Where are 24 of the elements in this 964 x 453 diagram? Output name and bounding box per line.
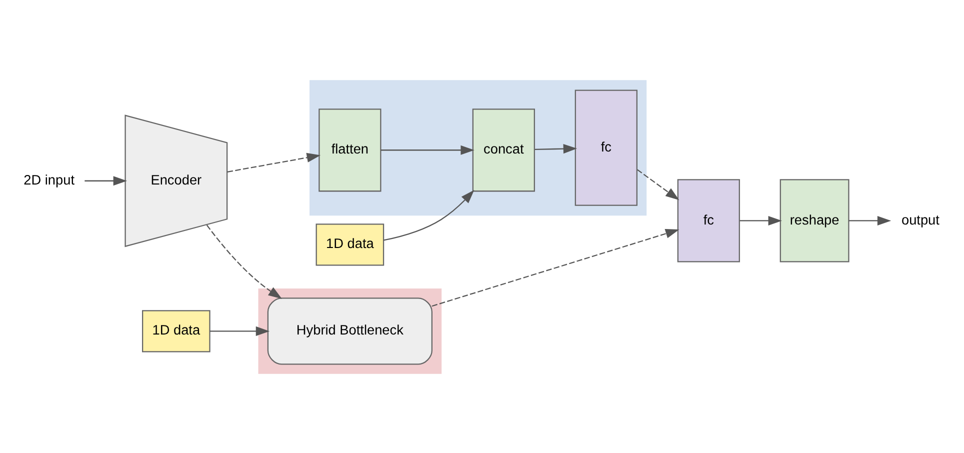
node-box: fc [676,178,740,262]
node-box: Hybrid Bottleneck [266,297,432,364]
arrow [84,176,127,186]
node-box: flatten [318,108,381,192]
arrow [636,168,679,200]
arrow [431,228,679,306]
arrow [226,152,320,172]
arrow [383,190,474,240]
arrow [848,215,891,226]
node-text: 2D input [23,172,74,187]
cluster [309,80,646,216]
node-text: output [900,212,939,227]
arrow [209,326,270,336]
cluster [258,288,442,374]
arrow [206,224,282,298]
node-box: Encoder [124,114,228,247]
node-box: 1D data [315,223,384,266]
node-box: concat [472,108,534,192]
node-box: reshape [779,178,849,262]
arrow [380,144,474,154]
arrow [739,215,782,226]
node-box: 1D data [142,310,210,352]
arrow [534,144,577,154]
node-box: fc [574,89,637,206]
